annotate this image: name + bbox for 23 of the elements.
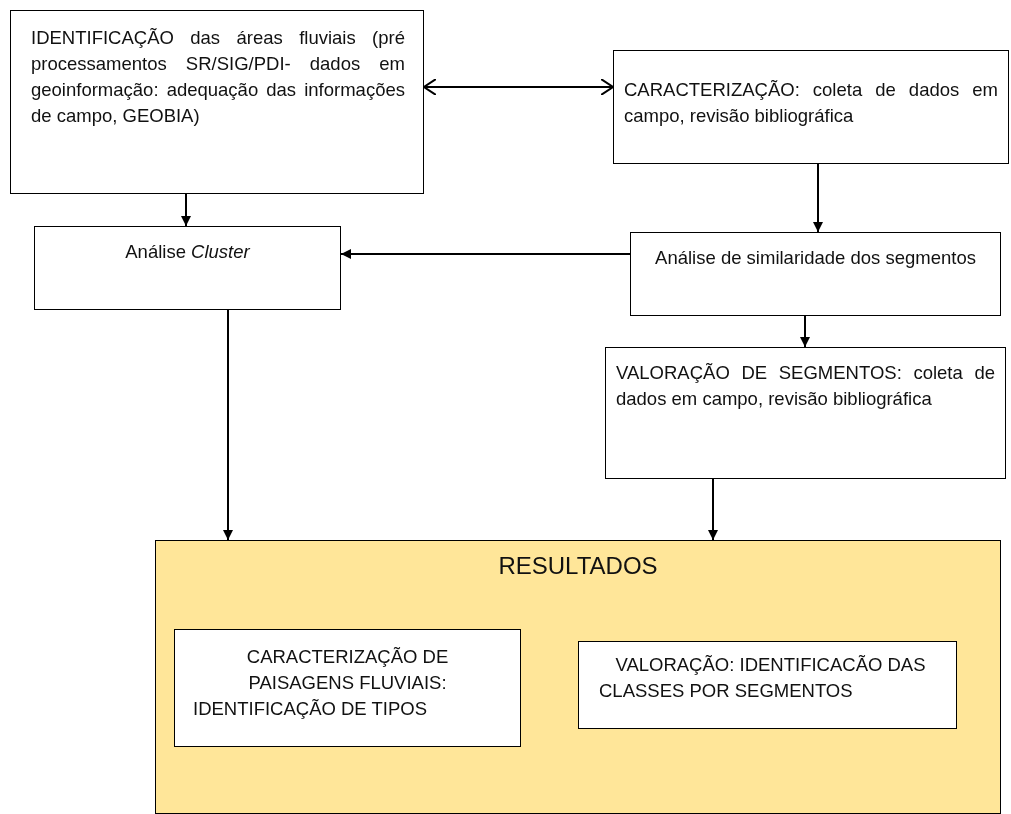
results-panel (155, 540, 1001, 814)
arrow (813, 163, 823, 233)
arrow (800, 315, 810, 348)
box-text: Análise Cluster (124, 240, 252, 264)
process-box (613, 50, 1009, 164)
process-box (10, 10, 424, 194)
process-box (630, 232, 1001, 316)
arrow (708, 478, 718, 541)
process-box (605, 347, 1006, 479)
arrow (181, 193, 191, 227)
box-text: IDENTIFICAÇÃO das áreas fluviais (pré processamentos SR/SIG/PDI- dados em geoinformação: adequação das informações de campo, GEOBIA) (31, 26, 405, 128)
process-box (174, 629, 521, 747)
box-text: Análise de similaridade dos segmentos (654, 246, 977, 270)
box-text: VALORAÇÃO DE SEGMENTOS: coleta de dados em campo, revisão bibliográfica (616, 361, 995, 411)
box-text: VALORAÇÃO: IDENTIFICACÃO DAS CLASSES POR SEGMENTOS (599, 653, 927, 703)
arrow (423, 78, 614, 96)
arrow (340, 249, 631, 259)
panel-heading: RESULTADOS (497, 553, 659, 579)
box-text: CARACTERIZAÇÃO: coleta de dados em campo, revisão bibliográfica (624, 78, 998, 128)
arrow (223, 309, 233, 541)
process-box (578, 641, 957, 729)
box-text: CARACTERIZAÇÃO DE PAISAGENS FLUVIAIS: IDENTIFICAÇÃO DE TIPOS (193, 645, 450, 721)
process-box (34, 226, 341, 310)
